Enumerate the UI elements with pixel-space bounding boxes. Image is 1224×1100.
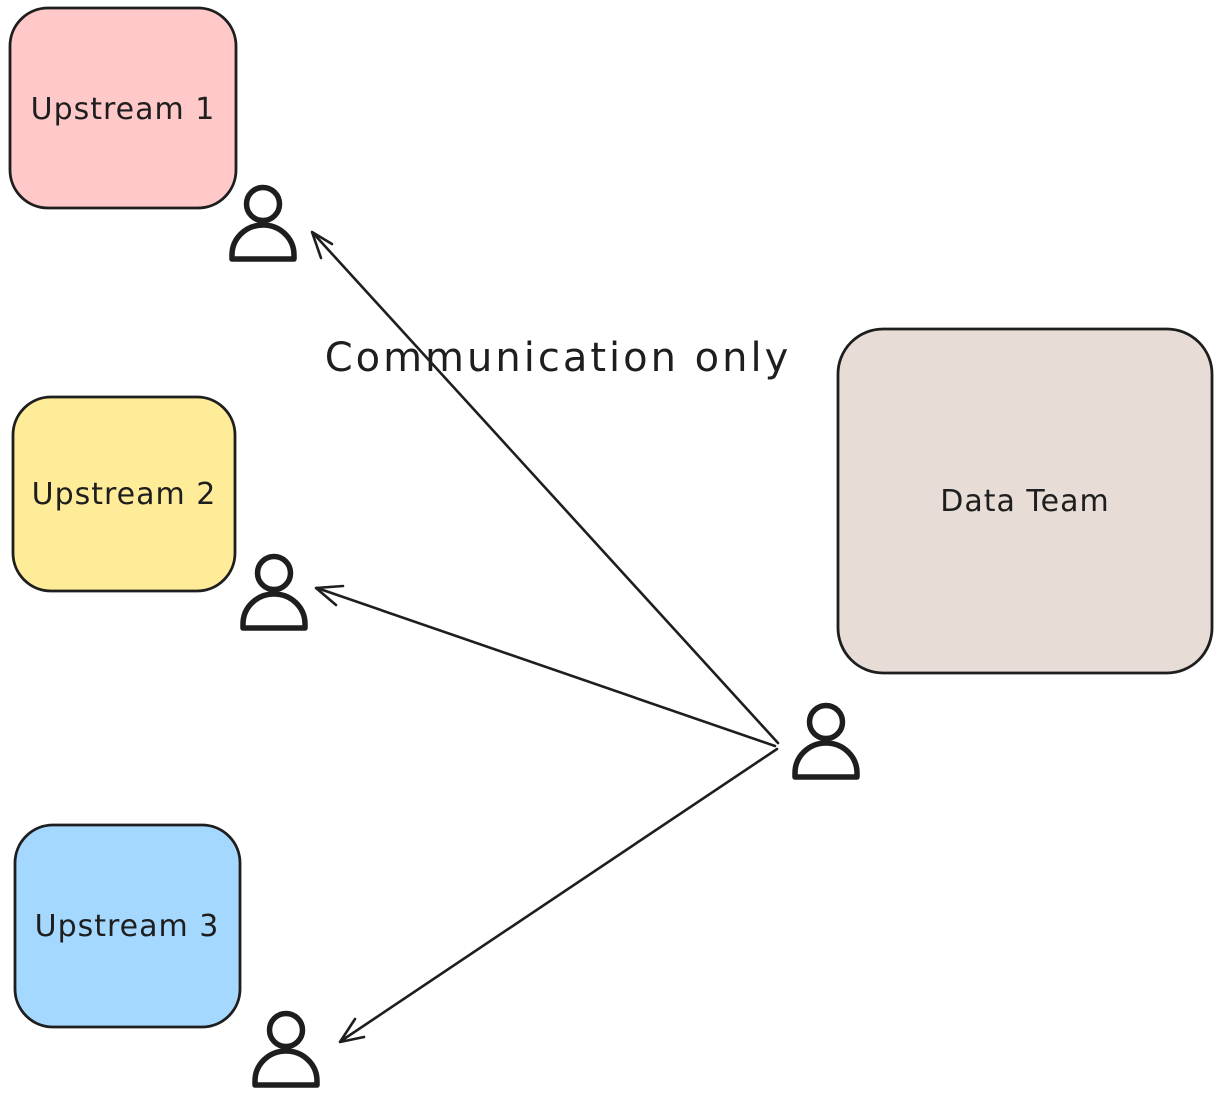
person-body-icon xyxy=(792,740,860,780)
node-upstream-2: Upstream 2 xyxy=(11,395,237,593)
data-team-box xyxy=(836,327,1214,675)
node-upstream-3: Upstream 3 xyxy=(13,823,242,1029)
communication-only-label: Communication only xyxy=(325,335,792,381)
arrow-to-upstream-1 xyxy=(310,230,780,745)
person-body-icon xyxy=(229,222,297,262)
upstream-2-label: Upstream 2 xyxy=(32,477,217,512)
arrow-to-upstream-3 xyxy=(338,747,779,1044)
person-icon-data-team xyxy=(792,702,860,780)
person-body-icon xyxy=(252,1048,320,1088)
person-icon-upstream-3 xyxy=(252,1010,320,1088)
arrow-line xyxy=(315,586,777,748)
person-head-icon xyxy=(266,1010,306,1050)
upstream-1-label: Upstream 1 xyxy=(31,92,216,127)
arrowhead-icon xyxy=(338,1017,366,1044)
upstream-3-label: Upstream 3 xyxy=(35,909,220,944)
arrow-line xyxy=(311,231,780,745)
arrow-to-upstream-2 xyxy=(314,584,777,748)
person-head-icon xyxy=(243,184,283,224)
arrowhead-icon xyxy=(310,230,334,260)
node-data-team: Data Team xyxy=(836,327,1214,675)
data-team-label: Data Team xyxy=(940,484,1109,519)
arrowhead-icon xyxy=(314,584,345,607)
node-upstream-1: Upstream 1 xyxy=(8,6,238,210)
upstream-3-box xyxy=(13,823,242,1029)
person-icon-upstream-2 xyxy=(240,553,308,631)
upstream-2-box xyxy=(11,395,237,593)
person-head-icon xyxy=(254,553,294,593)
person-body-icon xyxy=(240,591,308,631)
person-icon-upstream-1 xyxy=(229,184,297,262)
person-head-icon xyxy=(806,702,846,742)
arrow-line xyxy=(339,747,779,1043)
upstream-1-box xyxy=(8,6,238,210)
